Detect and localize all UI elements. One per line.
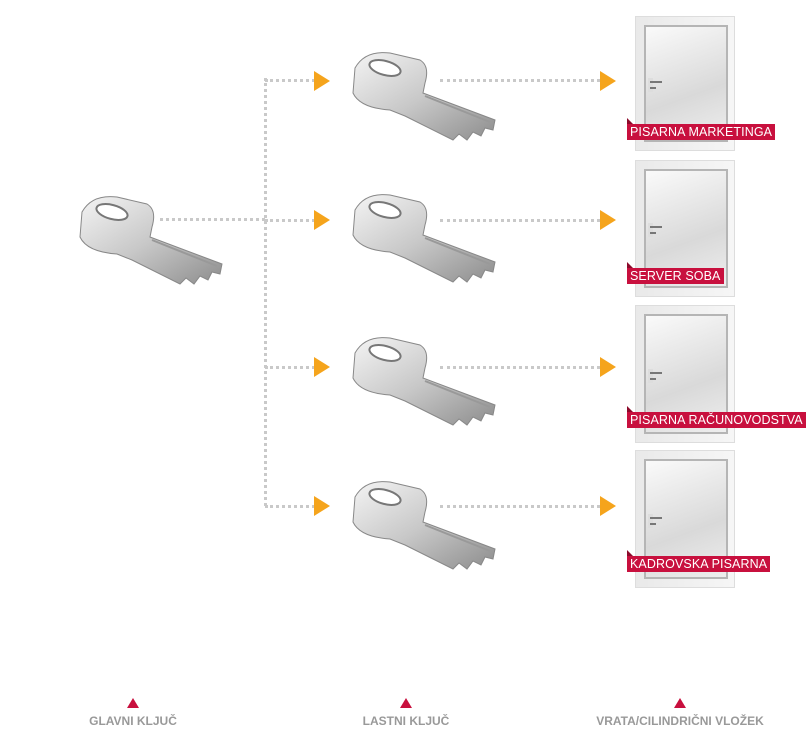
connector-line bbox=[265, 505, 315, 508]
triangle-marker-icon bbox=[400, 698, 412, 708]
individual-key-icon bbox=[345, 48, 505, 148]
arrow-icon bbox=[314, 71, 330, 91]
legend-label: GLAVNI KLJUČ bbox=[89, 714, 177, 728]
door-label: KADROVSKA PISARNA bbox=[627, 550, 771, 572]
individual-key-icon bbox=[345, 333, 505, 433]
master-key-icon bbox=[72, 192, 232, 292]
legend-individual-key: LASTNI KLJUČ bbox=[306, 698, 506, 728]
legend-label: LASTNI KLJUČ bbox=[362, 714, 450, 728]
door-label: PISARNA MARKETINGA bbox=[627, 118, 776, 140]
connector-line bbox=[440, 79, 600, 82]
triangle-marker-icon bbox=[127, 698, 139, 708]
connector-line bbox=[440, 505, 600, 508]
legend-door-cylinder: VRATA/CILINDRIČNI VLOŽEK bbox=[580, 698, 780, 728]
arrow-icon bbox=[600, 496, 616, 516]
arrow-icon bbox=[314, 496, 330, 516]
door-handle-icon bbox=[648, 223, 662, 238]
arrow-icon bbox=[314, 357, 330, 377]
door-handle-icon bbox=[648, 513, 662, 528]
connector-line bbox=[160, 218, 265, 221]
legend-label: VRATA/CILINDRIČNI VLOŽEK bbox=[596, 714, 764, 728]
legend-master-key: GLAVNI KLJUČ bbox=[33, 698, 233, 728]
connector-line bbox=[440, 219, 600, 222]
connector-line bbox=[265, 79, 315, 82]
connector-line bbox=[265, 219, 315, 222]
door-handle-icon bbox=[648, 78, 662, 93]
individual-key-icon bbox=[345, 190, 505, 290]
triangle-marker-icon bbox=[674, 698, 686, 708]
arrow-icon bbox=[600, 357, 616, 377]
connector-line bbox=[440, 366, 600, 369]
individual-key-icon bbox=[345, 477, 505, 577]
arrow-icon bbox=[600, 210, 616, 230]
door-handle-icon bbox=[648, 368, 662, 383]
connector-line bbox=[265, 366, 315, 369]
arrow-icon bbox=[314, 210, 330, 230]
door-label: SERVER SOBA bbox=[627, 262, 724, 284]
door-label: PISARNA RAČUNOVODSTVA bbox=[627, 406, 806, 428]
arrow-icon bbox=[600, 71, 616, 91]
connector-line bbox=[264, 78, 267, 506]
